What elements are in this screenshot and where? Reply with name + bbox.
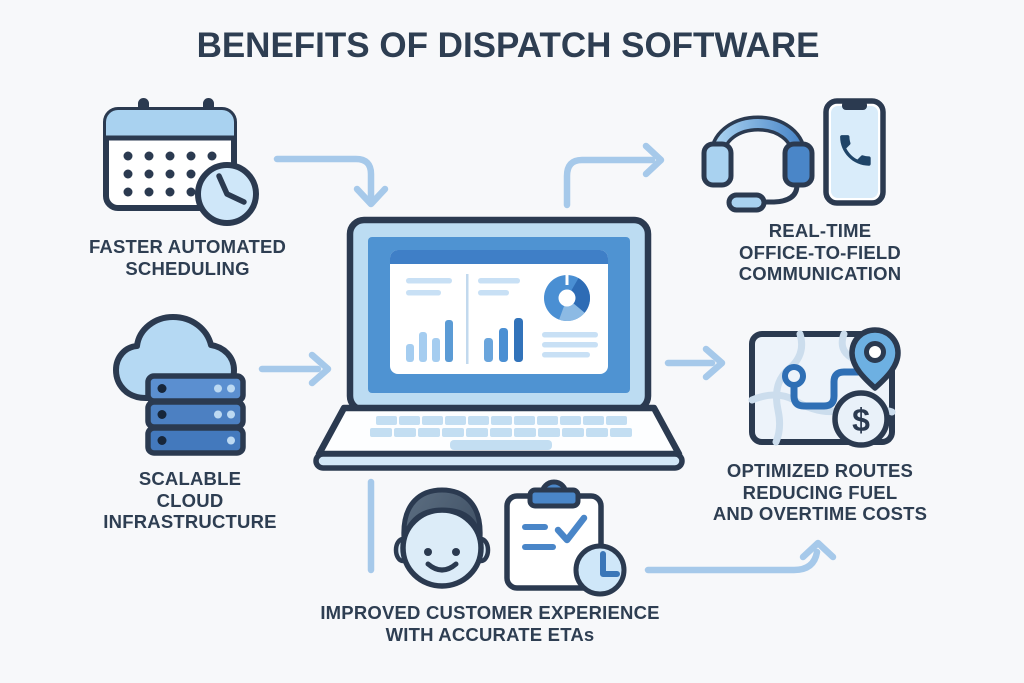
eta-clock-icon xyxy=(573,543,627,597)
arrow-clipboard-to-map xyxy=(644,548,821,574)
calendar-clock-icon xyxy=(100,98,264,230)
arrow-calendar-to-laptop-head xyxy=(353,185,389,208)
arrow-clipboard-to-map-head xyxy=(799,539,837,561)
svg-text:$: $ xyxy=(852,402,870,438)
label-communication: REAL-TIME OFFICE-TO-FIELD COMMUNICATION xyxy=(738,220,902,284)
arrow-laptop-to-headset xyxy=(563,156,656,209)
clipboard-clock-icon xyxy=(504,479,630,597)
arrow-calendar-to-laptop xyxy=(273,155,375,202)
headset-phone-icon xyxy=(701,96,886,213)
dashboard-text-lines xyxy=(406,278,598,358)
arrow-laptop-to-map-head xyxy=(702,345,726,381)
dashboard-bar-chart-right xyxy=(484,318,523,362)
cloud-server-icon xyxy=(112,312,252,460)
label-cloud: SCALABLE CLOUD INFRASTRUCTURE xyxy=(103,468,277,532)
page-title: BENEFITS OF DISPATCH SOFTWARE xyxy=(196,26,820,65)
laptop-keyboard xyxy=(370,416,632,450)
dollar-coin-icon: $ xyxy=(832,390,890,448)
map-route-dollar-icon: $ xyxy=(748,326,903,454)
label-routes: OPTIMIZED ROUTES REDUCING FUEL AND OVERT… xyxy=(712,460,928,524)
phone-handset-icon xyxy=(840,135,871,166)
location-pin-icon xyxy=(849,327,901,391)
label-scheduling: FASTER AUTOMATED SCHEDULING xyxy=(88,236,287,279)
person-icon xyxy=(393,486,491,596)
dashboard-donut-chart xyxy=(544,274,590,321)
label-customer: IMPROVED CUSTOMER EXPERIENCE WITH ACCURA… xyxy=(320,602,660,645)
dashboard-bar-chart-left xyxy=(406,320,453,362)
arrow-laptop-to-headset-head xyxy=(642,142,665,178)
laptop-dashboard-icon xyxy=(313,216,686,472)
